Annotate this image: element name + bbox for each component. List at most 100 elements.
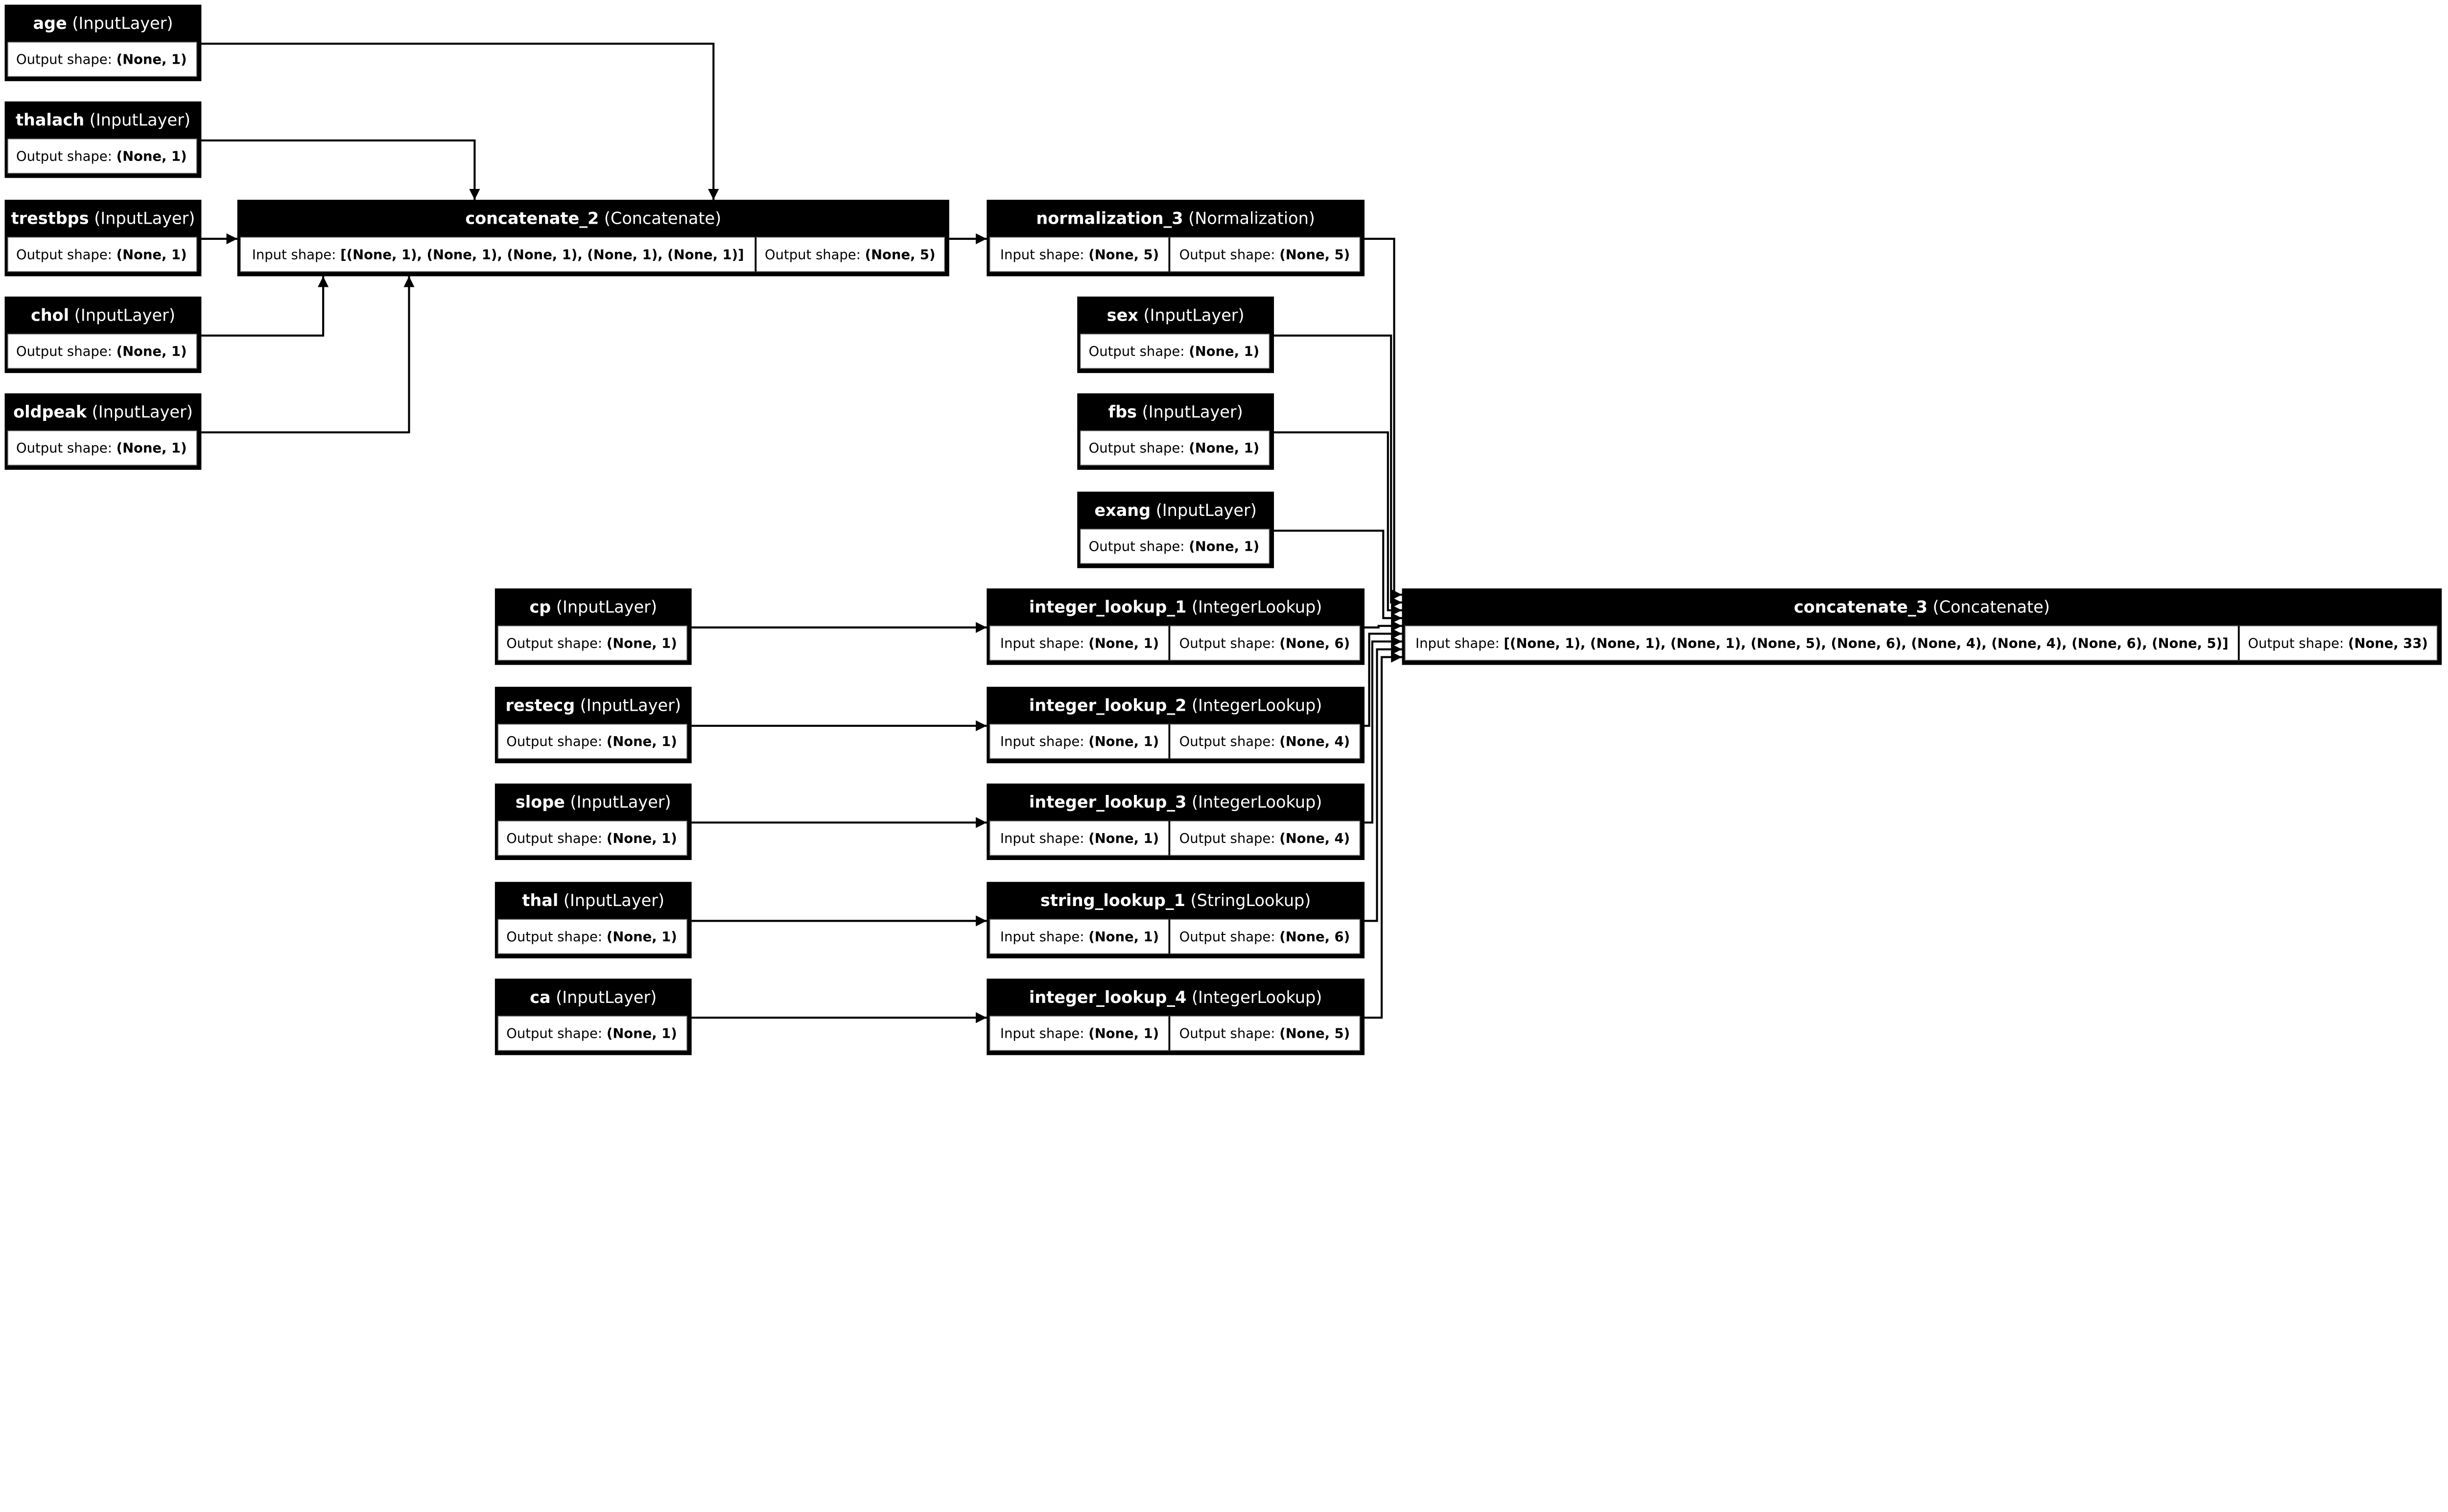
node-title: cp (InputLayer) [529, 598, 657, 617]
output-shape-label: Output shape: [2248, 636, 2348, 651]
output-shape-label: Output shape: [1179, 247, 1280, 262]
node-body [497, 625, 687, 661]
layer-type: (InputLayer) [1156, 501, 1257, 520]
output-shape-label: Output shape: [1089, 539, 1189, 555]
output-shape-label: Output shape: [16, 344, 117, 359]
layer-sep [551, 988, 556, 1007]
input-shape-value: [(None, 1), (None, 1), (None, 1), (None,… [1504, 636, 2228, 651]
edge-normalization-3-to-concatenate-3 [1364, 237, 1402, 601]
layer-name: concatenate_3 [1794, 598, 1928, 617]
layer-name: restecg [506, 696, 575, 715]
node-title: integer_lookup_3 (IntegerLookup) [1029, 792, 1322, 812]
output-shape: Output shape: (None, 1) [506, 734, 677, 749]
input-shape: Input shape: (None, 1) [1000, 636, 1159, 651]
layer-name: integer_lookup_4 [1029, 988, 1186, 1007]
layer-name: exang [1094, 501, 1151, 520]
layer-node-oldpeak: oldpeak (InputLayer) Output shape: (None,… [4, 393, 202, 470]
node-body [989, 625, 1361, 661]
output-shape: Output shape: (None, 1) [506, 930, 677, 945]
node-body [497, 919, 687, 954]
node-body [7, 139, 197, 174]
output-shape-label: Output shape: [765, 247, 865, 262]
input-shape-label: Input shape: [1000, 636, 1088, 651]
node-title: integer_lookup_4 (IntegerLookup) [1029, 988, 1322, 1007]
layer-type: (InputLayer) [1144, 305, 1245, 325]
output-shape-label: Output shape: [506, 1026, 607, 1042]
output-shape-value: (None, 1) [607, 734, 677, 749]
output-shape-label: Output shape: [16, 52, 117, 68]
output-shape-value: (None, 5) [1279, 1026, 1350, 1042]
layer-type: (InputLayer) [1142, 402, 1243, 421]
node-title: oldpeak (InputLayer) [13, 402, 193, 421]
layer-name: trestbps [11, 209, 89, 228]
layer-name: oldpeak [13, 402, 87, 421]
layer-type: (IntegerLookup) [1192, 792, 1322, 812]
node-body [989, 919, 1361, 954]
output-shape: Output shape: (None, 1) [16, 441, 187, 456]
output-shape: Output shape: (None, 5) [765, 247, 936, 262]
output-shape-value: (None, 5) [1279, 247, 1350, 262]
output-shape: Output shape: (None, 6) [1179, 636, 1350, 651]
output-shape-label: Output shape: [1179, 930, 1280, 945]
layer-node-integer-lookup-4: integer_lookup_4 (IntegerLookup)Input sh… [987, 978, 1365, 1055]
output-shape-value: (None, 33) [2348, 636, 2428, 651]
node-title: concatenate_2 (Concatenate) [465, 209, 721, 228]
node-title: thal (InputLayer) [522, 891, 664, 910]
output-shape: Output shape: (None, 1) [506, 1026, 677, 1042]
output-shape: Output shape: (None, 5) [1179, 1026, 1350, 1042]
layer-sep [565, 792, 570, 812]
layer-name: slope [516, 792, 565, 812]
layer-type: (InputLayer) [74, 305, 175, 325]
output-shape-label: Output shape: [506, 831, 607, 846]
output-shape: Output shape: (None, 1) [16, 344, 187, 359]
output-shape: Output shape: (None, 1) [1089, 539, 1260, 555]
layer-sep [67, 14, 72, 33]
input-shape-label: Input shape: [1000, 930, 1088, 945]
layer-type: (Concatenate) [1933, 598, 2050, 617]
layer-type: (InputLayer) [564, 891, 664, 910]
input-shape-label: Input shape: [1000, 247, 1088, 262]
layer-node-fbs: fbs (InputLayer)Output shape: (None, 1) [1077, 393, 1274, 470]
layer-node-chol: chol (InputLayer) Output shape: (None, 1) [4, 296, 202, 373]
output-shape-value: (None, 1) [1189, 441, 1259, 456]
output-shape-label: Output shape: [1179, 636, 1280, 651]
layer-type: (Normalization) [1188, 209, 1315, 228]
edge-integer-lookup-4-to-concatenate-3 [1364, 651, 1402, 1019]
layer-node-cp: cp (InputLayer)Output shape: (None, 1) [494, 588, 692, 665]
layer-sep [1186, 696, 1192, 715]
output-shape-value: (None, 1) [117, 52, 187, 68]
node-body [989, 236, 1361, 272]
output-shape: Output shape: (None, 1) [1089, 344, 1260, 359]
input-shape-value: (None, 1) [1088, 734, 1159, 749]
input-shape-value: (None, 1) [1088, 636, 1159, 651]
model-graph: age (InputLayer)Output shape: (None, 1)t… [4, 4, 2442, 1055]
output-shape-value: (None, 1) [117, 149, 187, 164]
layer-type: (Concatenate) [604, 209, 721, 228]
input-shape-value: (None, 1) [1088, 831, 1159, 846]
edge-chol-to-concatenate-2 [201, 276, 329, 337]
output-shape-label: Output shape: [16, 149, 117, 164]
output-shape-label: Output shape: [506, 636, 607, 651]
layer-name: chol [31, 305, 69, 325]
node-body [989, 1016, 1361, 1051]
input-shape: Input shape: (None, 5) [1000, 247, 1159, 262]
layer-node-integer-lookup-1: integer_lookup_1 (IntegerLookup)Input sh… [987, 588, 1365, 665]
output-shape: Output shape: (None, 4) [1179, 831, 1350, 846]
layer-node-integer-lookup-3: integer_lookup_3 (IntegerLookup)Input sh… [987, 783, 1365, 861]
input-shape-value: (None, 1) [1088, 930, 1159, 945]
output-shape-value: (None, 1) [117, 441, 187, 456]
node-title: sex (InputLayer) [1107, 305, 1245, 325]
layer-name: thal [522, 891, 558, 910]
layer-sep [1186, 598, 1192, 617]
output-shape-value: (None, 1) [607, 831, 677, 846]
input-shape-label: Input shape: [1415, 636, 1504, 651]
layer-sep [87, 402, 92, 421]
layer-sep [69, 305, 74, 325]
output-shape: Output shape: (None, 1) [16, 149, 187, 164]
node-body [7, 42, 197, 77]
node-body [497, 1016, 687, 1051]
edge-oldpeak-to-concatenate-2 [201, 276, 415, 434]
input-shape: Input shape: [(None, 1), (None, 1), (Non… [252, 247, 744, 262]
layer-type: (IntegerLookup) [1192, 988, 1322, 1007]
input-shape-label: Input shape: [252, 247, 340, 262]
